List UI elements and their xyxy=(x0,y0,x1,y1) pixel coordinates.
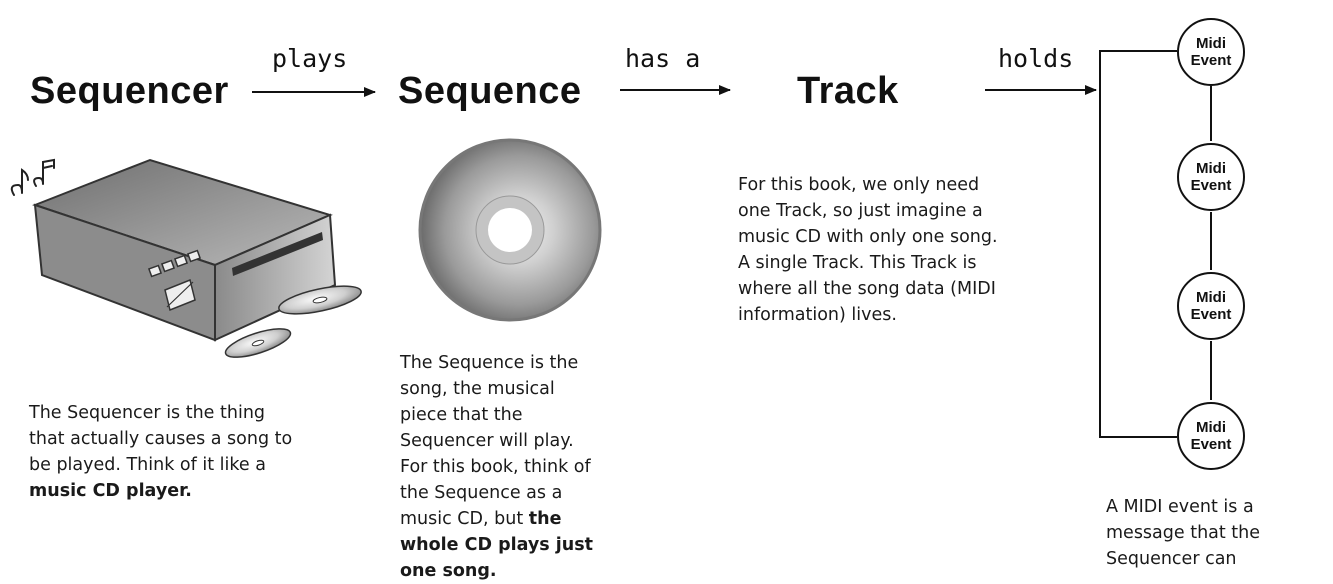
midi-event-line2: Event xyxy=(1190,177,1232,194)
midi-event-line1: Midi xyxy=(1196,35,1226,52)
edge-label-holds: holds xyxy=(998,44,1074,73)
desc-sequencer-bold: music CD player. xyxy=(29,481,192,501)
midi-event-3: Midi Event xyxy=(1177,272,1245,340)
desc-midi-event-text: A MIDI event is a message that the Seque… xyxy=(1106,497,1261,569)
midi-event-line2: Event xyxy=(1190,306,1232,323)
node-sequence: Sequence xyxy=(398,70,582,112)
node-sequencer: Sequencer xyxy=(30,70,229,112)
desc-midi-event: A MIDI event is a message that the Seque… xyxy=(1106,494,1321,572)
music-notes-icon xyxy=(10,158,55,196)
desc-sequence: The Sequence is the song, the musical pi… xyxy=(400,350,605,584)
desc-sequencer: The Sequencer is the thing that actually… xyxy=(29,400,294,504)
midi-diagram: { "nodes": { "sequencer": "Sequencer", "… xyxy=(10,18,1261,581)
desc-track-text: For this book, we only need one Track, s… xyxy=(738,175,998,325)
edge-label-has-a: has a xyxy=(625,44,701,73)
event-bracket xyxy=(1099,50,1177,438)
midi-event-line1: Midi xyxy=(1196,289,1226,306)
node-track: Track xyxy=(797,70,899,112)
desc-sequence-text: The Sequence is the song, the musical pi… xyxy=(400,353,591,529)
midi-event-line1: Midi xyxy=(1196,419,1226,436)
midi-event-4: Midi Event xyxy=(1177,402,1245,470)
cd-player-sketch xyxy=(32,158,362,358)
connectors xyxy=(252,50,1212,438)
desc-sequencer-text: The Sequencer is the thing that actually… xyxy=(29,403,293,475)
compact-disc-sketch xyxy=(418,138,602,322)
midi-event-line1: Midi xyxy=(1196,160,1226,177)
midi-event-line2: Event xyxy=(1190,436,1232,453)
midi-event-line2: Event xyxy=(1190,52,1232,69)
midi-event-2: Midi Event xyxy=(1177,143,1245,211)
edge-label-plays: plays xyxy=(272,44,348,73)
desc-track: For this book, we only need one Track, s… xyxy=(738,172,998,328)
midi-event-1: Midi Event xyxy=(1177,18,1245,86)
